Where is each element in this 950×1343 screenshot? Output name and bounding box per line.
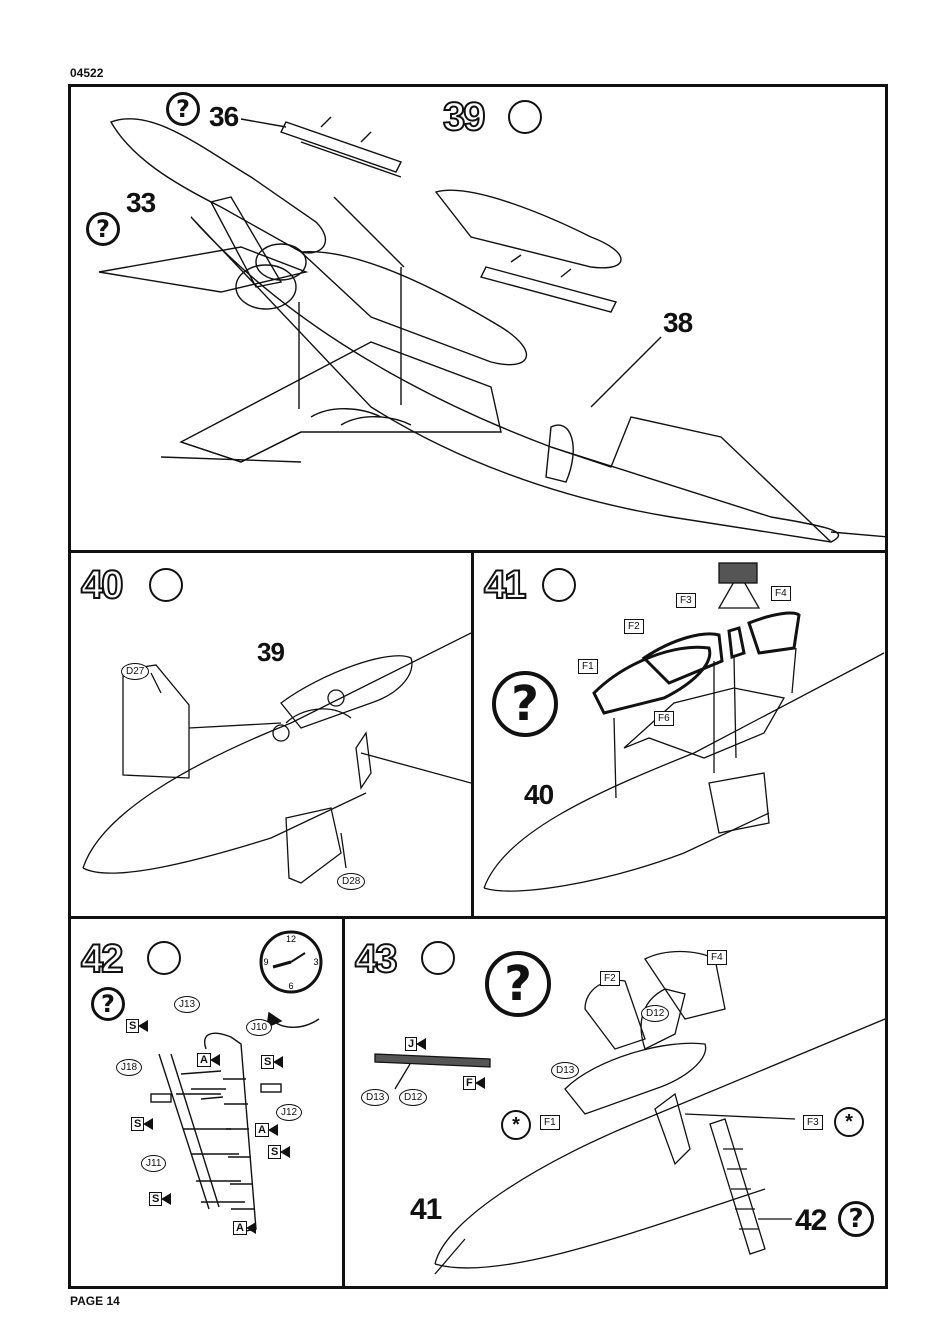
part-flag-s: S: [268, 1145, 290, 1159]
part-flag-f: F: [463, 1076, 485, 1090]
part-ref-39: 39: [257, 639, 284, 665]
part-label: F4: [771, 586, 791, 601]
help-icon: ?: [492, 671, 558, 737]
part-flag-s: S: [149, 1192, 171, 1206]
clock-3: 3: [313, 957, 318, 967]
glue-tube-icon: [421, 941, 455, 975]
cement-icon: *: [501, 1110, 531, 1140]
step-number: 43: [355, 939, 396, 979]
part-label: F3: [803, 1115, 823, 1130]
part-label: F1: [540, 1115, 560, 1130]
part-ref-33: 33: [126, 189, 155, 217]
part-ref-36: 36: [209, 103, 238, 131]
part-label: J18: [116, 1059, 142, 1076]
part-label: F1: [578, 659, 598, 674]
clock-9: 9: [263, 957, 268, 967]
part-flag-a: A: [233, 1221, 256, 1235]
help-icon: ?: [166, 92, 200, 126]
part-ref-40: 40: [524, 781, 553, 809]
clock-12: 12: [286, 934, 296, 944]
part-ref-38: 38: [663, 309, 692, 337]
step-number: 39: [443, 97, 484, 137]
glue-tube-icon: [508, 100, 542, 134]
step-40-panel: 40 39 D27 D28: [68, 550, 474, 919]
part-label: F6: [654, 711, 674, 726]
cement-icon: *: [834, 1107, 864, 1137]
glue-tube-icon: [147, 941, 181, 975]
step-number: 42: [81, 939, 122, 979]
part-flag-s: S: [261, 1055, 283, 1069]
part-label: F4: [707, 950, 727, 965]
part-flag-s: S: [126, 1019, 148, 1033]
help-icon: ?: [838, 1201, 874, 1237]
part-flag-s: S: [131, 1117, 153, 1131]
part-flag-j: J: [405, 1037, 426, 1051]
part-ref-41: 41: [410, 1195, 441, 1225]
part-ref-42: 42: [795, 1206, 826, 1236]
part-label: F3: [676, 593, 696, 608]
help-icon: ?: [86, 212, 120, 246]
part-label: F2: [624, 619, 644, 634]
step-number: 41: [484, 565, 525, 605]
cockpit-drawing: [71, 553, 474, 919]
page-number: PAGE 14: [70, 1294, 120, 1308]
part-flag-a: A: [255, 1123, 278, 1137]
clock-6: 6: [288, 981, 293, 991]
document-code: 04522: [70, 66, 103, 80]
step-number: 40: [81, 565, 122, 605]
help-icon: ?: [91, 987, 125, 1021]
part-label: J10: [246, 1019, 272, 1036]
step-42-panel: 12 3 6 9 42 ? J13 J10 J18 J12 J11 S A S …: [68, 916, 345, 1289]
glue-tube-icon: [149, 568, 183, 602]
aircraft-underside-drawing: [71, 87, 888, 553]
part-label: J13: [174, 996, 200, 1013]
step-39-panel: ? 36 33 ? 39 38: [68, 84, 888, 553]
step-43-panel: 43 ? F2 F4 D12 D13 F1 F3 * * J F D13 D12…: [342, 916, 888, 1289]
help-icon: ?: [485, 951, 551, 1017]
part-label: F2: [600, 971, 620, 986]
part-label: J12: [276, 1104, 302, 1121]
part-flag-a: A: [197, 1053, 220, 1067]
step-41-panel: 41 ? 40 F1 F2 F3 F4 F6: [471, 550, 888, 919]
glue-tube-icon: [542, 568, 576, 602]
